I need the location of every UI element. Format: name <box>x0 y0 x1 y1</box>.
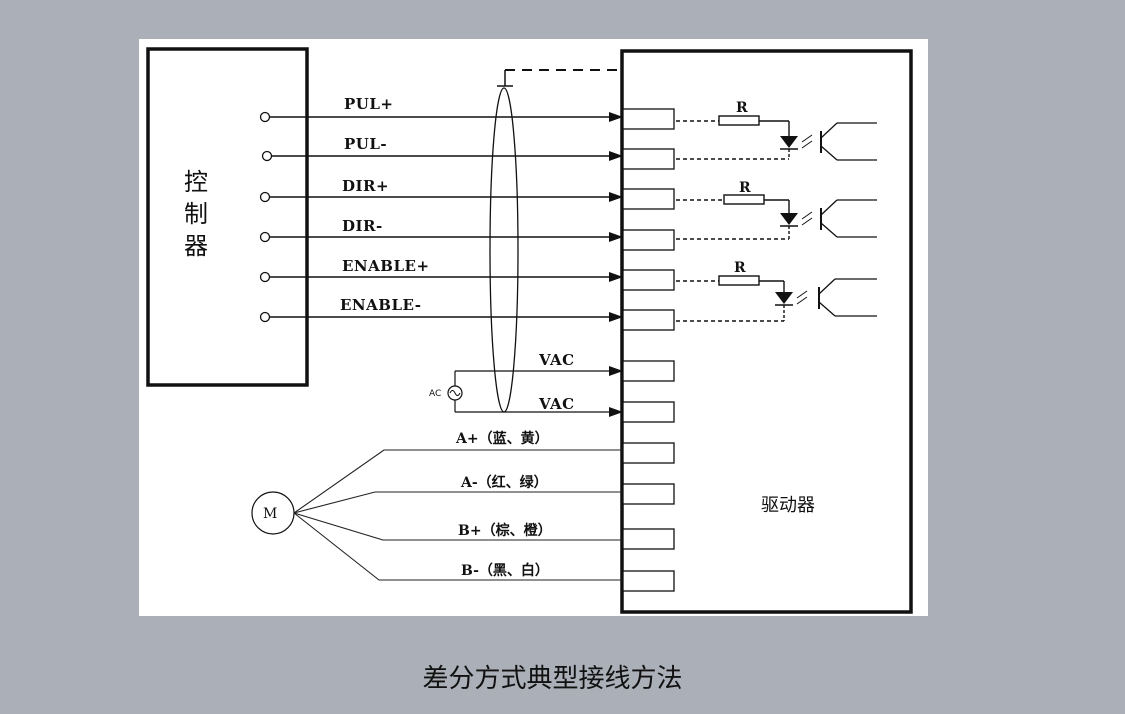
terminal-enable-plus <box>622 269 675 291</box>
controller-label-char-1: 控 <box>184 168 208 196</box>
terminal-dir-plus <box>622 188 675 210</box>
terminal-vac-2 <box>622 401 675 423</box>
terminal-enable-minus <box>622 309 675 331</box>
signal-label: PUL- <box>344 135 387 153</box>
ac-power-lines: VAC VAC <box>454 351 623 417</box>
signal-line-enable-minus: ENABLE- <box>259 296 623 323</box>
motor-phase-wires <box>293 449 622 581</box>
terminal-a-minus <box>622 483 675 505</box>
driver-box <box>620 49 913 614</box>
signal-label: DIR+ <box>342 177 389 195</box>
vac-label-1: VAC <box>538 351 575 369</box>
resistor-label: R <box>736 100 748 116</box>
signal-line-dir-plus: DIR+ <box>259 177 623 203</box>
terminal-b-minus <box>622 570 675 592</box>
terminal-dir-minus <box>622 229 675 251</box>
terminal-pul-plus <box>622 108 675 130</box>
terminal-b-plus <box>622 528 675 550</box>
controller-box <box>146 47 309 387</box>
ac-source-label: AC <box>429 389 441 399</box>
terminal-a-plus <box>622 442 675 464</box>
vac-label-2: VAC <box>538 395 575 413</box>
diagram-canvas: 控 制 器 驱动器 PUL+ PUL- DIR+ DIR- <box>146 47 913 614</box>
wiring-diagram: 控 制 器 驱动器 PUL+ PUL- DIR+ DIR- <box>139 39 928 616</box>
shield-ellipse <box>489 87 519 413</box>
ac-source-icon: AC <box>429 385 463 401</box>
motor-label: M <box>263 506 277 522</box>
optocoupler-enable: R <box>676 260 877 322</box>
optocoupler-dir: R <box>676 180 877 240</box>
resistor-label: R <box>739 180 751 196</box>
phase-label-a-minus: A-（红、绿） <box>460 474 548 491</box>
signal-line-pul-minus: PUL- <box>261 135 623 162</box>
figure-caption: 差分方式典型接线方法 <box>422 664 683 694</box>
signal-line-dir-minus: DIR- <box>259 217 623 243</box>
signal-label: ENABLE+ <box>342 257 430 275</box>
signal-line-enable-plus: ENABLE+ <box>259 257 623 283</box>
terminal-vac-1 <box>622 360 675 382</box>
driver-terminals <box>622 108 675 592</box>
terminal-pul-minus <box>622 148 675 170</box>
driver-label: 驱动器 <box>761 495 815 516</box>
signal-line-pul-plus: PUL+ <box>259 95 623 123</box>
resistor-label: R <box>734 260 746 276</box>
signal-label: ENABLE- <box>340 296 421 314</box>
signal-label: PUL+ <box>344 95 393 113</box>
phase-label-b-plus: B+（棕、橙） <box>458 522 552 539</box>
phase-label-b-minus: B-（黑、白） <box>461 562 549 579</box>
optocoupler-pul: R <box>676 100 877 161</box>
controller-label-char-3: 器 <box>184 232 208 260</box>
controller-label-char-2: 制 <box>184 200 208 228</box>
signal-label: DIR- <box>342 217 383 235</box>
phase-label-a-plus: A+（蓝、黄） <box>455 430 549 447</box>
